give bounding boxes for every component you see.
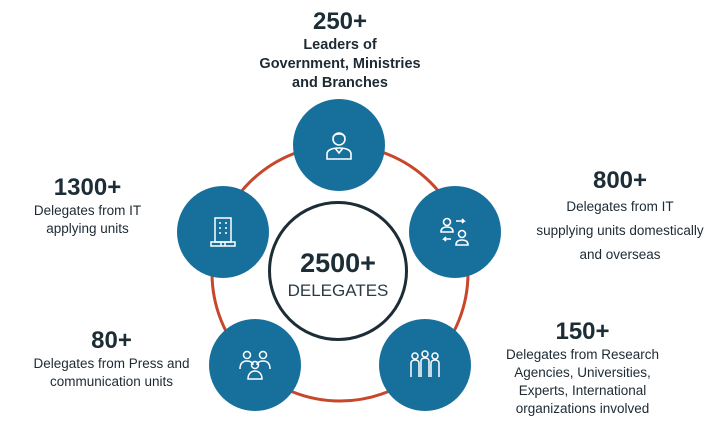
it-applying-line: Delegates from IT (33, 203, 142, 218)
research-block: 150+ Delegates from Research Agencies, U… (490, 318, 675, 418)
it-applying-node (177, 186, 269, 278)
leaders-block: 250+ Leaders of Government, Ministries a… (230, 8, 450, 93)
press-line: communication units (49, 374, 174, 389)
it-supplying-value: 800+ (592, 167, 648, 194)
total-label: DELEGATES (287, 281, 389, 300)
leaders-node (293, 99, 385, 191)
it-applying-value: 1300+ (53, 174, 122, 201)
leaders-line: Government, Ministries (259, 56, 421, 72)
research-line: Delegates from Research (505, 347, 660, 362)
research-line: Agencies, Universities, (514, 365, 651, 380)
group-icon (410, 350, 440, 377)
leader-icon (326, 132, 352, 160)
press-node (209, 319, 301, 411)
it-supplying-block: 800+ Delegates from IT supplying units d… (520, 167, 720, 267)
press-block: 80+ Delegates from Press and communicati… (14, 327, 209, 391)
research-line: Experts, International (518, 383, 647, 398)
building-icon (210, 217, 236, 247)
total-value: 2500+ (300, 248, 376, 278)
team-icon (239, 350, 271, 380)
it-supplying-node (409, 186, 501, 278)
total-delegates-circle: 2500+ DELEGATES (268, 201, 408, 341)
leaders-line: and Branches (292, 75, 388, 91)
it-applying-line: applying units (46, 221, 129, 236)
research-node (379, 319, 471, 411)
it-supplying-line: and overseas (579, 247, 661, 262)
press-value: 80+ (91, 327, 132, 354)
it-supplying-line: Delegates from IT (566, 199, 674, 214)
it-applying-block: 1300+ Delegates from IT applying units (20, 174, 155, 238)
it-supplying-line: supplying units domestically (536, 223, 704, 238)
research-value: 150+ (555, 318, 610, 345)
leaders-line: Leaders of (303, 37, 377, 53)
exchange-people-icon (440, 217, 469, 246)
press-line: Delegates from Press and (33, 356, 190, 371)
research-line: organizations involved (515, 401, 650, 416)
leaders-value: 250+ (312, 8, 368, 35)
